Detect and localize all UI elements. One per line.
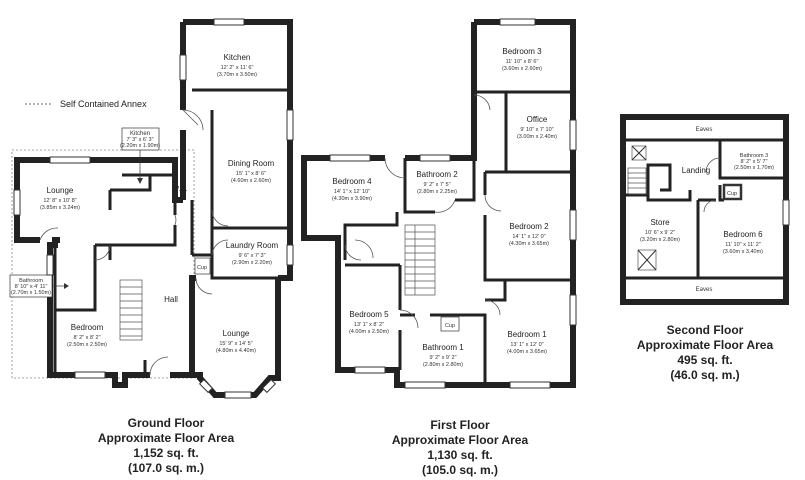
gf-bathroom-dim-metric: (2.70m x 1.50m) — [11, 290, 51, 296]
gf-annex-kitchen-name: Kitchen — [130, 131, 150, 137]
ff-bathroom1-dim-metric: (2.80m x 2.80m) — [423, 362, 463, 368]
ff-office-dim-metric: (3.00m x 2.40m) — [517, 134, 557, 140]
sf-store-dim-imperial: 10' 6" x 9' 2" — [645, 230, 675, 236]
ground-floor-area-m: (107.0 sq. m.) — [127, 461, 205, 475]
second-floor-area-ft: 495 sq. ft. — [677, 353, 733, 367]
sf-bathroom3-name: Bathroom 3 — [740, 153, 768, 159]
ff-bedroom2-dim-metric: (4.30m x 3.65m) — [509, 241, 549, 247]
sf-store-dim-metric: (3.20m x 2.80m) — [640, 237, 680, 243]
ff-bedroom5-dim-metric: (4.00m x 2.50m) — [349, 329, 389, 335]
sf-bathroom3-dim-imperial: 8' 2" x 5' 7" — [740, 159, 767, 165]
second-floor-stairs — [627, 167, 647, 195]
ff-bathroom1-dim-imperial: 9' 2" x 9' 2" — [429, 355, 456, 361]
gf-dining-dim-imperial: 15' 1" x 8' 6" — [236, 171, 266, 177]
ff-bedroom5-dim-imperial: 13' 1" x 8' 2" — [354, 322, 384, 328]
gf-bedroom-name: Bedroom — [71, 323, 104, 332]
ground-floor-plan: Kitchen 12' 2" x 11' 6" (3.70m x 3.50m) … — [9, 18, 294, 399]
ff-bathroom2-dim-imperial: 9' 2" x 7' 5" — [423, 182, 450, 188]
ff-bedroom3-name: Bedroom 3 — [502, 47, 542, 56]
sf-cup-name: Cup — [727, 191, 737, 197]
ff-bathroom2-dim-metric: (2.80m x 2.25m) — [417, 189, 457, 195]
sf-eaves-top-name: Eaves — [696, 127, 713, 133]
gf-bathroom-dim-imperial: 8' 10" x 4' 11" — [15, 284, 48, 290]
gf-annex-lounge-dim-metric: (3.85m x 3.24m) — [40, 205, 80, 211]
ground-floor-subtitle: Approximate Floor Area — [97, 431, 235, 445]
sf-landing-name: Landing — [682, 166, 710, 175]
gf-bedroom-dim-metric: (2.50m x 2.50m) — [67, 342, 107, 348]
gf-dining-name: Dining Room — [228, 159, 275, 168]
sf-bedroom6-dim-metric: (3.60m x 3.40m) — [723, 249, 763, 255]
gf-laundry-dim-metric: (2.90m x 2.20m) — [232, 260, 272, 266]
annex-legend-label: Self Contained Annex — [60, 99, 147, 109]
gf-lounge-dim-imperial: 15' 9" x 14' 5" — [219, 341, 252, 347]
ff-bathroom2-name: Bathroom 2 — [416, 170, 458, 179]
ff-bedroom4-dim-metric: (4.30m x 3.90m) — [332, 196, 372, 202]
ff-bedroom3-dim-imperial: 11' 10" x 8' 6" — [506, 59, 539, 65]
ff-bathroom1-name: Bathroom 1 — [422, 343, 464, 352]
gf-cup-name: Cup — [197, 265, 207, 271]
ground-floor-caption: Ground Floor Approximate Floor Area 1,15… — [86, 416, 246, 476]
gf-lounge-dim-metric: (4.80m x 4.40m) — [216, 348, 256, 354]
second-floor-subtitle: Approximate Floor Area — [636, 338, 774, 352]
gf-bathroom-name: Bathroom — [19, 278, 43, 284]
gf-laundry-dim-imperial: 9' 6" x 7' 3" — [238, 253, 265, 259]
gf-annex-kitchen-dim-metric: (2.20m x 1.90m) — [120, 143, 160, 149]
first-floor-plan: Bedroom 3 11' 10" x 8' 6" (3.60m x 2.60m… — [301, 18, 577, 389]
ff-bedroom5-name: Bedroom 5 — [349, 310, 389, 319]
first-floor-stairs — [404, 224, 436, 296]
gf-annex-lounge-dim-imperial: 12' 8" x 10' 8" — [43, 198, 76, 204]
gf-wc-name: W.C. — [172, 186, 187, 193]
ff-bedroom4-dim-imperial: 14' 1" x 12' 10" — [334, 189, 370, 195]
annex-kitchen-label-box — [121, 127, 160, 151]
gf-dining-dim-metric: (4.60m x 2.60m) — [231, 178, 271, 184]
ff-bedroom4-name: Bedroom 4 — [332, 177, 372, 186]
sf-bathroom3-dim-metric: (2.50m x 1.70m) — [734, 165, 774, 171]
ff-bedroom2-dim-imperial: 14' 1" x 12' 0" — [512, 234, 545, 240]
first-floor-title: First Floor — [430, 418, 490, 432]
ff-bedroom1-dim-metric: (4.00m x 3.65m) — [507, 349, 547, 355]
second-floor-caption: Second Floor Approximate Floor Area 495 … — [625, 323, 785, 383]
gf-annex-lounge-name: Lounge — [47, 186, 74, 195]
first-floor-area-m: (105.0 sq. m.) — [421, 463, 499, 477]
ff-bedroom2-name: Bedroom 2 — [509, 222, 549, 231]
sf-eaves-bottom-name: Eaves — [696, 287, 713, 293]
gf-laundry-name: Laundry Room — [226, 241, 279, 250]
first-floor-caption: First Floor Approximate Floor Area 1,130… — [380, 418, 540, 478]
second-floor-area-m: (46.0 sq. m.) — [670, 368, 740, 382]
gf-bedroom-dim-imperial: 8' 2" x 8' 2" — [73, 335, 100, 341]
ground-floor-area-ft: 1,152 sq. ft. — [133, 446, 199, 460]
first-floor-area-ft: 1,130 sq. ft. — [427, 448, 493, 462]
ff-bedroom3-dim-metric: (3.60m x 2.60m) — [502, 66, 542, 72]
second-floor-title: Second Floor — [666, 323, 744, 337]
gf-kitchen-dim-imperial: 12' 2" x 11' 6" — [221, 65, 254, 71]
gf-hall-name: Hall — [164, 295, 178, 304]
ground-floor-stairs — [119, 279, 143, 341]
gf-kitchen-dim-metric: (3.70m x 3.50m) — [217, 72, 257, 78]
ff-cup-name: Cup — [445, 323, 455, 329]
ff-bedroom1-dim-imperial: 13' 1" x 12' 0" — [510, 342, 543, 348]
sf-bedroom6-name: Bedroom 6 — [723, 230, 763, 239]
sf-store-name: Store — [650, 218, 670, 227]
first-floor-subtitle: Approximate Floor Area — [391, 433, 529, 447]
ff-office-name: Office — [527, 115, 548, 124]
sf-bedroom6-dim-imperial: 11' 10" x 11' 2" — [725, 242, 761, 248]
annex-legend: Self Contained Annex — [25, 99, 147, 109]
gf-annex-kitchen-dim-imperial: 7' 3" x 6' 3" — [126, 137, 153, 143]
gf-kitchen-name: Kitchen — [224, 53, 251, 62]
ff-office-dim-imperial: 9' 10" x 7' 10" — [520, 127, 553, 133]
ff-bedroom1-name: Bedroom 1 — [507, 330, 547, 339]
second-floor-plan: Eaves Landing Bathroom 3 8' 2" x 5' 7" (… — [620, 114, 790, 305]
gf-lounge-name: Lounge — [223, 329, 250, 338]
ground-floor-title: Ground Floor — [127, 416, 205, 430]
